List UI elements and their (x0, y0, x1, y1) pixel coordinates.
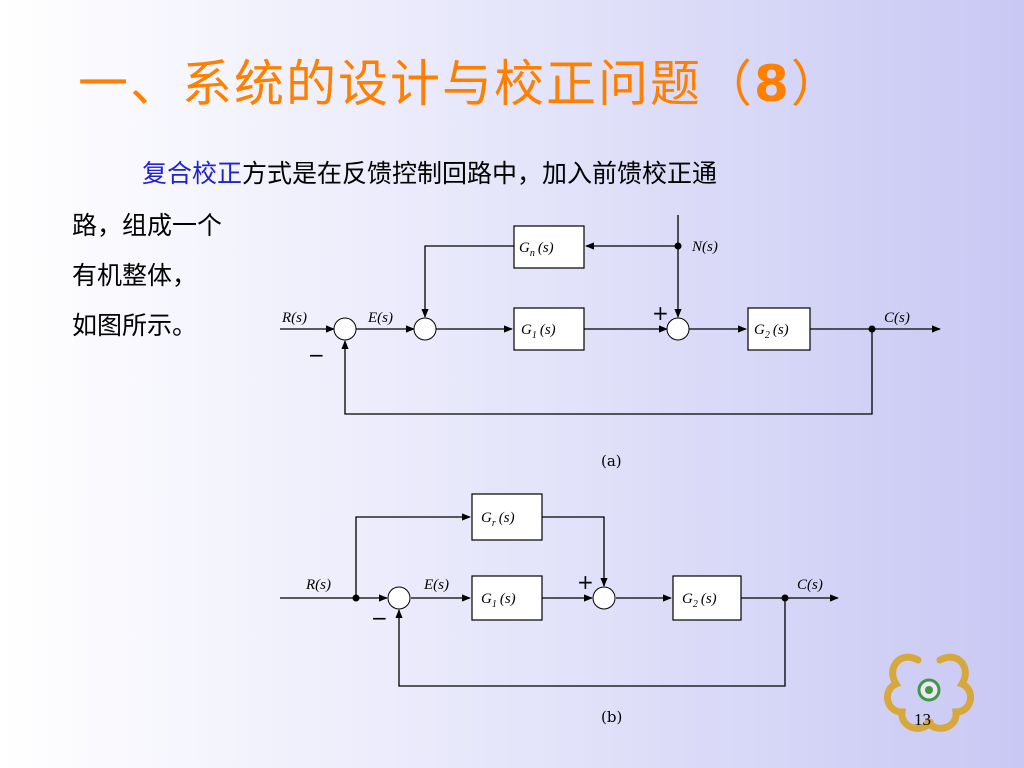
intro-highlight: 复合校正 (142, 159, 243, 188)
a-block-g2 (747, 307, 811, 351)
a-caption: (a) (601, 452, 622, 470)
a-minus-sign: − (308, 343, 325, 367)
b-wire-to-gr (355, 513, 471, 598)
a-label-r: R(s) (281, 310, 307, 326)
page-number: 13 (914, 710, 931, 729)
b-pickoff-c (781, 594, 789, 602)
title-paren-open: （ (702, 55, 754, 113)
diagram-a: R(s) E(s) N(s) C(s) Gn(s) G1(s) G2(s) + … (280, 215, 941, 470)
a-wire-gn-out (421, 245, 514, 318)
b-label-c: C(s) (797, 577, 823, 593)
b-wire-feedback (395, 598, 786, 687)
b-caption: (b) (601, 708, 622, 726)
a-pickoff-c (868, 325, 876, 333)
intro-line-2: 路，组成一个 (72, 211, 223, 240)
a-label-e: E(s) (367, 310, 393, 326)
intro-line-1-rest: 方式是在反馈控制回路中，加入前馈校正通 (242, 159, 718, 188)
title-paren-close: ） (790, 55, 843, 113)
slide-title: 一、系统的设计与校正问题（8） (78, 44, 843, 116)
b-sum-2 (592, 586, 616, 610)
b-pickoff-r (352, 594, 360, 602)
b-wire-gr-out (542, 516, 608, 587)
b-g1-label: G1(s) (481, 591, 516, 610)
b-block-gr (471, 493, 543, 541)
b-sum-1 (387, 586, 411, 610)
a-sum-2 (413, 317, 437, 341)
intro-line-3: 有机整体， (72, 261, 198, 290)
a-block-g1 (513, 307, 585, 351)
title-number: 8 (754, 55, 791, 113)
b-label-e: E(s) (423, 577, 449, 593)
a-wire-feedback (341, 329, 873, 415)
a-gn-label: Gn(s) (519, 240, 554, 259)
b-g2-label: G2(s) (682, 591, 717, 610)
b-label-r: R(s) (305, 577, 331, 593)
a-sum-1 (333, 317, 357, 341)
a-block-gn (513, 225, 585, 269)
a-g1-label: G1(s) (521, 322, 556, 341)
b-block-g2 (672, 575, 742, 621)
b-plus-sign: + (577, 570, 594, 594)
intro-line-1: 复合校正方式是在反馈控制回路中，加入前馈校正通 (142, 154, 717, 190)
a-label-c: C(s) (884, 310, 910, 326)
intro-line-4: 如图所示。 (72, 311, 198, 340)
a-plus-sign: + (652, 301, 669, 325)
b-gr-label: Gr(s) (481, 510, 515, 529)
b-minus-sign: − (371, 606, 388, 630)
b-block-g1 (471, 575, 543, 621)
a-pickoff-n (674, 242, 682, 250)
a-g2-label: G2(s) (754, 322, 789, 341)
diagram-b: R(s) E(s) C(s) Gr(s) G1(s) G2(s) + − (b) (280, 493, 839, 726)
title-text: 一、系统的设计与校正问题 (78, 55, 702, 113)
university-emblem-icon (884, 653, 974, 732)
a-sum-3 (666, 317, 690, 341)
a-label-n: N(s) (691, 239, 718, 255)
